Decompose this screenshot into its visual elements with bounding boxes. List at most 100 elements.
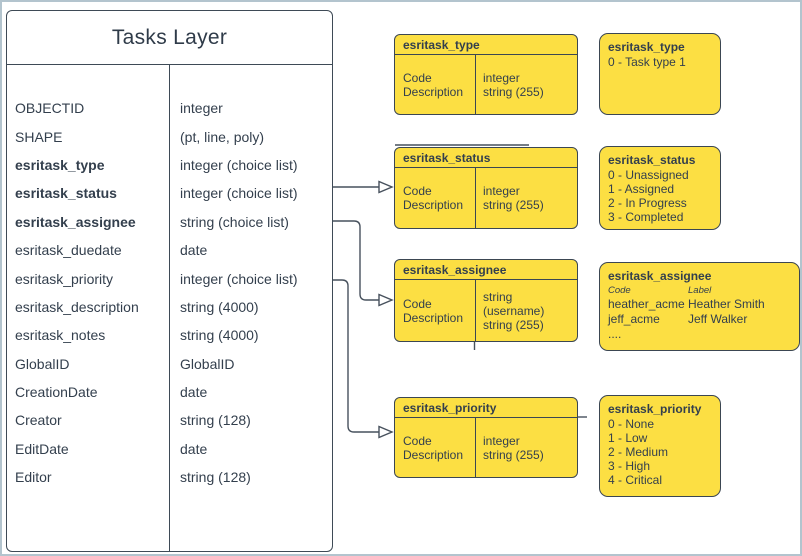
domain-values-title: esritask_status bbox=[608, 153, 696, 167]
field-type: string (choice list) bbox=[180, 213, 289, 230]
field-row: SHAPE (pt, line, poly) bbox=[7, 122, 332, 150]
schema-field-type: string (username) bbox=[483, 289, 545, 318]
field-type: (pt, line, poly) bbox=[180, 128, 265, 145]
domain-table-esritask-type: esritask_type Code Description integer s… bbox=[394, 34, 578, 115]
assignee-label: Jeff Walker bbox=[688, 312, 748, 326]
field-type: integer (choice list) bbox=[180, 185, 298, 202]
field-row: esritask_duedate date bbox=[7, 236, 332, 264]
field-name: GlobalID bbox=[15, 355, 70, 372]
field-row: OBJECTID integer bbox=[7, 94, 332, 122]
field-name: esritask_notes bbox=[15, 327, 106, 344]
schema-field-label: Description bbox=[403, 310, 464, 325]
field-name: CreationDate bbox=[15, 384, 98, 401]
domain-value-line: 0 - Unassigned bbox=[608, 168, 689, 182]
field-name: OBJECTID bbox=[15, 100, 85, 117]
schema-field-label: Code bbox=[403, 433, 432, 448]
column-divider bbox=[169, 65, 170, 551]
schema-field-type: integer bbox=[483, 70, 520, 85]
field-name: esritask_status bbox=[15, 185, 117, 202]
domain-table-title: esritask_status bbox=[395, 148, 577, 168]
domain-values-esritask-assignee: esritask_assignee Code Label heather_acm… bbox=[599, 262, 800, 351]
field-name: esritask_description bbox=[15, 298, 139, 315]
domain-value-line: 2 - Medium bbox=[608, 445, 669, 459]
field-name: EditDate bbox=[15, 440, 69, 457]
assignee-more-indicator: .... bbox=[608, 327, 622, 341]
field-type: integer (choice list) bbox=[180, 270, 298, 287]
domain-value-line: 4 - Critical bbox=[608, 473, 663, 487]
field-type: integer bbox=[180, 100, 223, 117]
field-type: string (4000) bbox=[180, 298, 259, 315]
domain-values-title: esritask_type bbox=[608, 40, 685, 54]
schema-field-label: Code bbox=[403, 70, 432, 85]
field-table: OBJECTID integer SHAPE (pt, line, poly) es… bbox=[7, 65, 332, 551]
field-name: Creator bbox=[15, 412, 62, 429]
domain-table-title: esritask_assignee bbox=[395, 260, 577, 280]
field-name: Editor bbox=[15, 469, 52, 486]
schema-field-type: string (255) bbox=[483, 84, 544, 99]
domain-table-esritask-status: esritask_status Code Description integer… bbox=[394, 147, 578, 229]
arrowhead-assignee bbox=[378, 293, 394, 307]
schema-field-type: integer bbox=[483, 433, 520, 448]
schema-field-label: Code bbox=[403, 184, 432, 198]
assignee-code: jeff_acme bbox=[608, 312, 660, 326]
field-row: esritask_type integer (choice list) bbox=[7, 151, 332, 179]
domain-value-line: 2 - In Progress bbox=[608, 196, 687, 210]
field-name: SHAPE bbox=[15, 128, 63, 145]
domain-values-title: esritask_priority bbox=[608, 402, 702, 416]
field-row: esritask_status integer (choice list) bbox=[7, 179, 332, 207]
assignee-col-header-code: Code bbox=[608, 285, 631, 296]
assignee-row: jeff_acme Jeff Walker bbox=[608, 312, 791, 327]
connector-assignee bbox=[333, 220, 379, 301]
schema-field-label: Description bbox=[403, 84, 464, 99]
schema-field-label: Code bbox=[403, 296, 432, 311]
field-name: esritask_type bbox=[15, 156, 105, 173]
domain-values-esritask-type: esritask_type 0 - Task type 1 bbox=[599, 33, 721, 115]
domain-value-line: 0 - Task type 1 bbox=[608, 55, 686, 69]
schema-field-label: Description bbox=[403, 198, 464, 212]
schema-field-label: Description bbox=[403, 447, 464, 462]
domain-values-esritask-priority: esritask_priority 0 - None 1 - Low 2 - M… bbox=[599, 395, 721, 497]
schema-field-type: string (255) bbox=[483, 447, 544, 462]
arrowhead-priority bbox=[378, 425, 394, 439]
field-row: Creator string (128) bbox=[7, 406, 332, 434]
panel-title: Tasks Layer bbox=[7, 11, 332, 65]
domain-table-esritask-priority: esritask_priority Code Description integ… bbox=[394, 397, 578, 478]
assignee-value-table: Code Label heather_acme Heather Smith je… bbox=[608, 284, 791, 342]
assignee-label: Heather Smith bbox=[688, 297, 765, 311]
domain-values-esritask-status: esritask_status 0 - Unassigned 1 - Assig… bbox=[599, 146, 721, 230]
field-type: integer (choice list) bbox=[180, 156, 298, 173]
connector-priority bbox=[333, 279, 379, 433]
field-name: esritask_assignee bbox=[15, 213, 136, 230]
domain-table-title: esritask_type bbox=[395, 35, 577, 55]
assignee-code: heather_acme bbox=[608, 297, 685, 311]
field-row: esritask_description string (4000) bbox=[7, 293, 332, 321]
assignee-col-header-label: Label bbox=[688, 285, 712, 296]
field-row: GlobalID GlobalID bbox=[7, 350, 332, 378]
schema-field-type: integer bbox=[483, 184, 520, 198]
arrowhead-status bbox=[378, 180, 394, 194]
domain-value-line: 3 - Completed bbox=[608, 210, 684, 224]
field-row: esritask_assignee string (choice list) bbox=[7, 208, 332, 236]
domain-value-line: 1 - Assigned bbox=[608, 182, 675, 196]
domain-table-esritask-assignee: esritask_assignee Code Description strin… bbox=[394, 259, 578, 342]
field-type: date bbox=[180, 440, 208, 457]
domain-value-line: 1 - Low bbox=[608, 431, 648, 445]
assignee-row: heather_acme Heather Smith bbox=[608, 297, 791, 312]
domain-value-line: 3 - High bbox=[608, 459, 651, 473]
field-type: date bbox=[180, 242, 208, 259]
tasks-layer-panel: Tasks Layer OBJECTID integer SHAPE (pt, li… bbox=[6, 10, 333, 552]
domain-values-title: esritask_assignee bbox=[608, 269, 712, 283]
field-row: EditDate date bbox=[7, 435, 332, 463]
field-type: string (128) bbox=[180, 412, 251, 429]
domain-table-title: esritask_priority bbox=[395, 398, 577, 418]
field-type: string (128) bbox=[180, 469, 251, 486]
schema-field-type: string (255) bbox=[483, 317, 544, 332]
field-name: esritask_duedate bbox=[15, 242, 122, 259]
field-type: GlobalID bbox=[180, 355, 235, 372]
domain-value-line: 0 - None bbox=[608, 417, 655, 431]
field-row: Editor string (128) bbox=[7, 463, 332, 491]
